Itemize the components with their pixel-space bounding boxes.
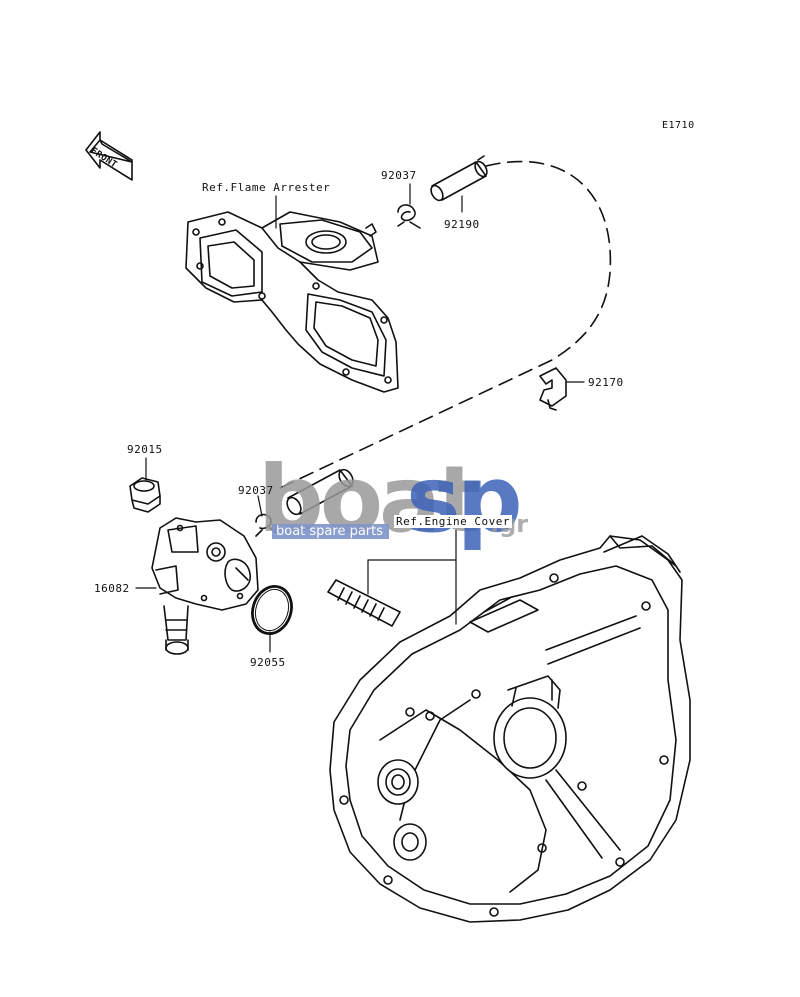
watermark-tagline: boat spare parts [272,524,390,539]
label-92170: 92170 [588,376,624,389]
label-flame-arrester: Ref.Flame Arrester [202,181,331,194]
flame-arrester-part [185,211,399,393]
leader-lines [135,183,585,653]
front-arrow-icon [85,131,133,181]
stud-bolt-part [327,579,401,627]
watermark-brand-part2: sp [406,446,523,553]
pump-16082-part [151,517,259,655]
nut-92015-part [129,477,161,513]
label-92015: 92015 [127,443,163,456]
hose-92190-part [430,155,488,202]
label-92037-top: 92037 [381,169,417,182]
o-ring-92055-part [251,585,293,635]
engine-cover-part [329,535,691,923]
clamp-92037-top-part [397,204,421,229]
routing-dashed-line [279,160,612,489]
label-92037-mid: 92037 [238,484,274,497]
label-engine-cover: Ref.Engine Cover [394,515,512,528]
label-92055: 92055 [250,656,286,669]
clamp-92170-part [539,367,567,411]
label-92190: 92190 [444,218,480,231]
label-16082: 16082 [94,582,130,595]
diagram-code: E1710 [662,120,695,131]
hose-middle-part [286,468,354,516]
